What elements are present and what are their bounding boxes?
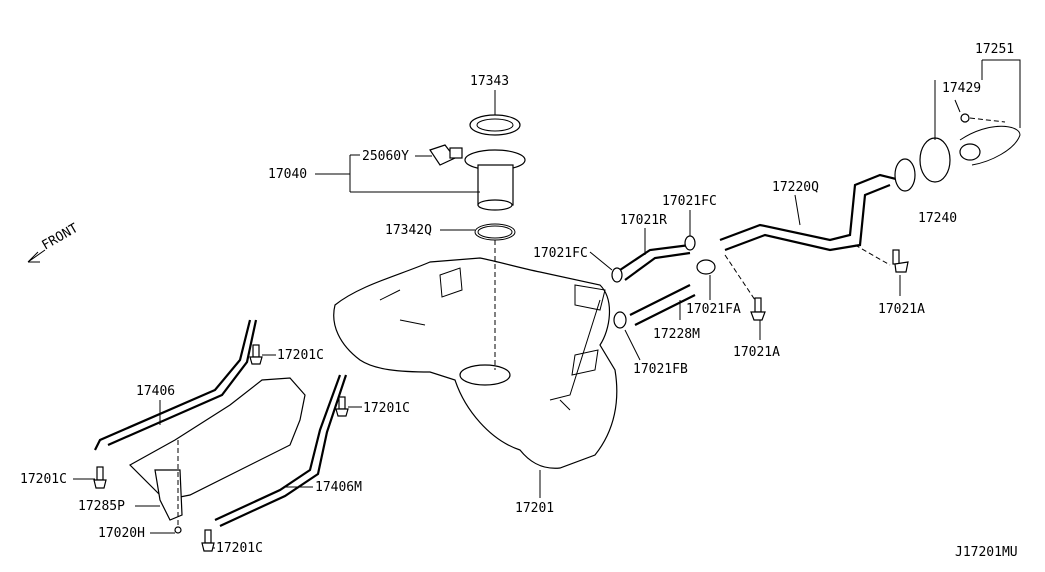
label-17201c-b: 17201C: [363, 401, 410, 416]
label-17240: 17240: [918, 211, 957, 226]
diagram-code: J17201MU: [955, 545, 1018, 560]
label-17406m: 17406M: [315, 480, 362, 495]
tank-straps: [94, 319, 348, 534]
label-17251: 17251: [975, 42, 1014, 57]
front-arrow-icon: [27, 249, 46, 263]
label-17285p: 17285P: [78, 499, 125, 514]
fuel-tank: [333, 257, 618, 469]
label-17201: 17201: [515, 501, 554, 516]
label-17342q: 17342Q: [385, 223, 432, 238]
label-17020h: 17020H: [98, 526, 145, 541]
front-label: FRONT: [40, 221, 82, 254]
label-25060y: 25060Y: [362, 149, 409, 164]
label-17201c-c: 17201C: [20, 472, 67, 487]
label-17021a-center: 17021A: [733, 345, 780, 360]
label-17343: 17343: [470, 74, 509, 89]
label-17201c-d: 17201C: [216, 541, 263, 556]
leader-lines: [73, 80, 936, 549]
filler-tube: [719, 59, 1021, 252]
part-labels: 17343 25060Y 17040 17342Q 17021FC 17021R…: [20, 42, 1018, 560]
label-17021r: 17021R: [620, 213, 667, 228]
label-17021a-right: 17021A: [878, 302, 925, 317]
label-17220q: 17220Q: [772, 180, 819, 195]
label-17021fc-top: 17021FC: [662, 194, 717, 209]
label-17429: 17429: [942, 81, 981, 96]
bolts: [93, 344, 349, 552]
label-17040: 17040: [268, 167, 307, 182]
fuel-pump-assembly: [429, 114, 526, 370]
label-17228m: 17228M: [653, 327, 700, 342]
label-17021fc-left: 17021FC: [533, 246, 588, 261]
label-17201c-a: 17201C: [277, 348, 324, 363]
hoses: [574, 235, 909, 329]
label-17406: 17406: [136, 384, 175, 399]
label-17021fb: 17021FB: [633, 362, 688, 377]
label-17021fa: 17021FA: [686, 302, 741, 317]
